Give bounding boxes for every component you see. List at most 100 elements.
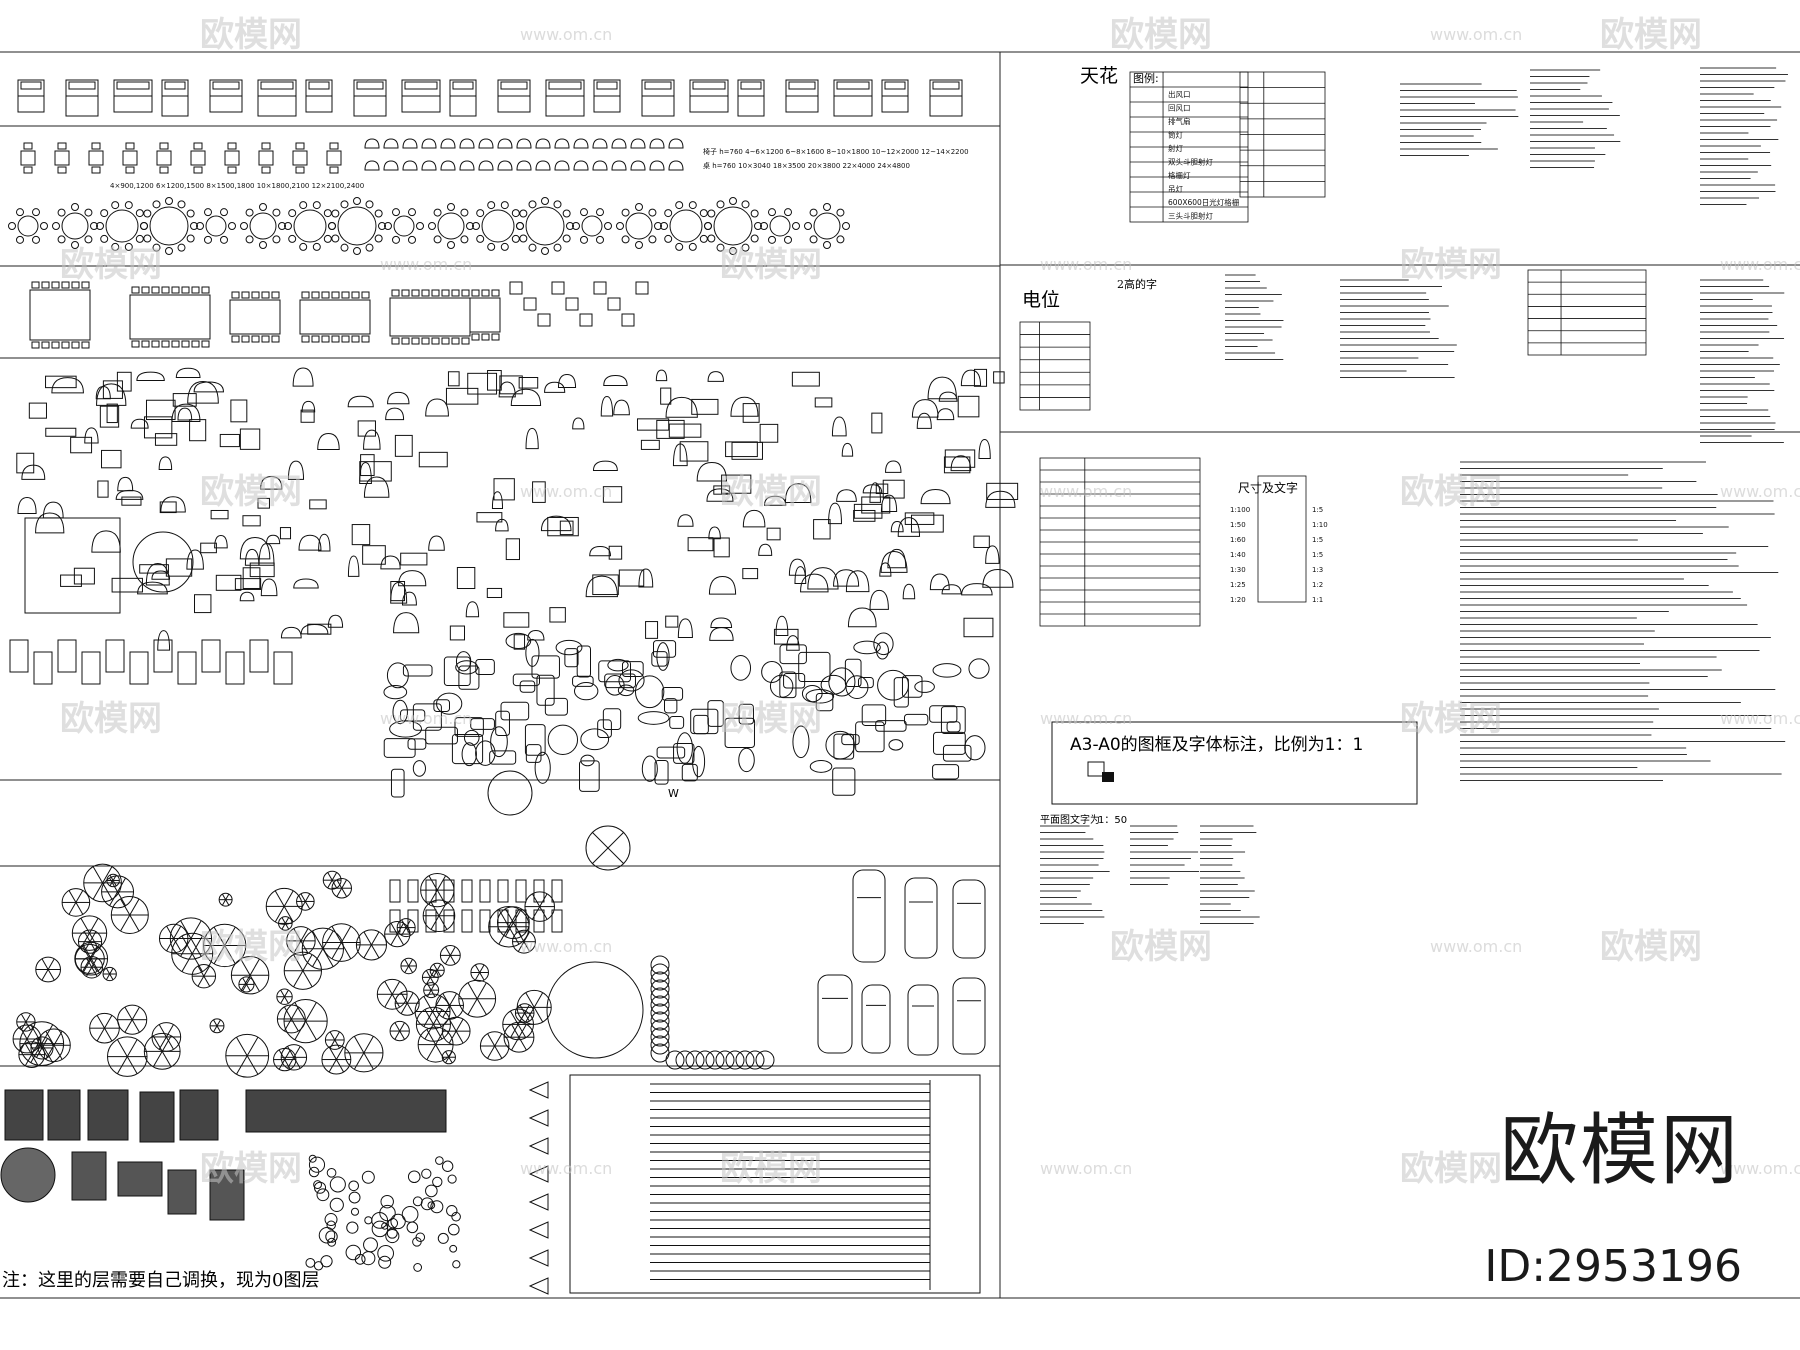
chair-icon <box>241 335 250 343</box>
scale-value: 1:5 <box>1312 506 1323 514</box>
equipment-icon <box>479 879 491 903</box>
chair-icon <box>707 371 724 382</box>
leaf-line <box>249 974 260 992</box>
watermark-url: www.om.cn <box>380 709 472 728</box>
chair-icon <box>385 407 405 421</box>
basin-icon <box>853 640 881 655</box>
leaf-line <box>85 957 93 968</box>
leaf-line <box>102 882 113 900</box>
bathtub-icon <box>669 715 685 729</box>
sofa-icon <box>725 441 758 458</box>
sofa-icon <box>16 452 35 474</box>
seat-icon <box>96 222 104 230</box>
seat-icon <box>240 222 248 230</box>
leaf-line <box>25 1013 31 1023</box>
leaf-line <box>131 1006 140 1020</box>
watermark-brand: 欧模网 <box>720 472 822 512</box>
leaf-line <box>300 901 306 910</box>
brand-id: ID:2953196 <box>1484 1241 1742 1292</box>
leaf-line <box>112 880 117 887</box>
chair-icon <box>231 291 240 299</box>
seat-icon <box>71 241 79 249</box>
sofa-icon <box>70 436 93 454</box>
pillow-icon <box>308 81 330 90</box>
leaf-line <box>336 887 343 897</box>
bathtub-icon <box>681 763 698 782</box>
basin-icon <box>573 681 599 701</box>
chair-icon <box>311 335 320 343</box>
leaf-line <box>91 957 98 968</box>
people-icon <box>386 1227 398 1239</box>
leaf-line <box>329 1031 336 1041</box>
desk-icon <box>551 281 565 295</box>
seat-icon <box>378 222 386 230</box>
car-icon <box>861 984 891 1054</box>
equipment-icon <box>497 909 509 933</box>
leaf-line <box>116 1056 128 1074</box>
chair-icon <box>96 383 127 406</box>
chair-icon <box>347 395 374 408</box>
chair-icon <box>171 403 201 422</box>
pillow-icon <box>500 81 528 90</box>
leaf-line <box>455 1030 464 1044</box>
sofa-icon <box>656 419 685 439</box>
seat-icon <box>842 222 850 230</box>
people-icon <box>348 1191 361 1204</box>
people-icon <box>446 1205 458 1217</box>
seat-icon <box>596 235 604 244</box>
leaf-line <box>224 945 236 965</box>
leaf-line <box>165 1024 174 1038</box>
leaf-line <box>479 964 485 973</box>
seat-icon <box>111 201 120 210</box>
seat-icon <box>784 235 792 244</box>
leaf-line <box>213 1025 218 1033</box>
w-mark: W <box>668 787 679 800</box>
sofa-icon <box>116 371 132 392</box>
sofa-symbols <box>16 367 1019 651</box>
chair-icon <box>380 555 401 570</box>
sofa-icon <box>359 461 392 482</box>
seat-icon <box>460 235 469 244</box>
chair-icon <box>91 142 101 150</box>
chair-icon <box>341 291 350 299</box>
chair-icon <box>42 501 64 519</box>
basin-icon <box>769 674 794 698</box>
leaf-line <box>476 998 487 1015</box>
watermark-brand: 欧模网 <box>1110 927 1212 967</box>
seat-icon <box>152 243 161 252</box>
chair-icon <box>51 341 60 349</box>
people-icon <box>348 1180 359 1192</box>
seat-icon <box>186 209 195 218</box>
leaf-line <box>75 902 84 915</box>
leaf-line <box>408 965 413 973</box>
basin-icon <box>618 669 645 692</box>
seat-icon <box>654 222 662 230</box>
chair-icon <box>31 281 40 289</box>
leaf-line <box>45 1045 55 1060</box>
leaf-line <box>41 958 49 970</box>
sofa-icon <box>400 552 428 566</box>
leaf-line <box>533 1007 544 1023</box>
chair-icon <box>261 335 270 343</box>
leaf-line <box>518 1024 527 1038</box>
seat-icon <box>648 208 657 217</box>
chair-icon <box>950 455 972 472</box>
people-icon <box>305 1257 316 1268</box>
bed-icon <box>833 79 873 117</box>
sofa-icon <box>973 535 990 548</box>
pattern-tile-icon <box>47 1089 81 1141</box>
people-icon <box>421 1168 432 1179</box>
seat-icon <box>204 235 212 244</box>
leaf-line <box>312 930 324 950</box>
legend-item: 排气扇 <box>1168 116 1191 126</box>
chair-icon <box>978 438 991 459</box>
armchair-icon <box>364 160 380 171</box>
leaf-line <box>89 931 97 942</box>
seat-icon <box>111 242 120 251</box>
bathtub-icon <box>519 680 536 693</box>
chair-icon <box>393 612 420 634</box>
seat-icon <box>707 234 716 243</box>
sofa-icon <box>487 370 502 391</box>
seat-icon <box>100 209 109 218</box>
sofa-icon <box>640 439 660 450</box>
